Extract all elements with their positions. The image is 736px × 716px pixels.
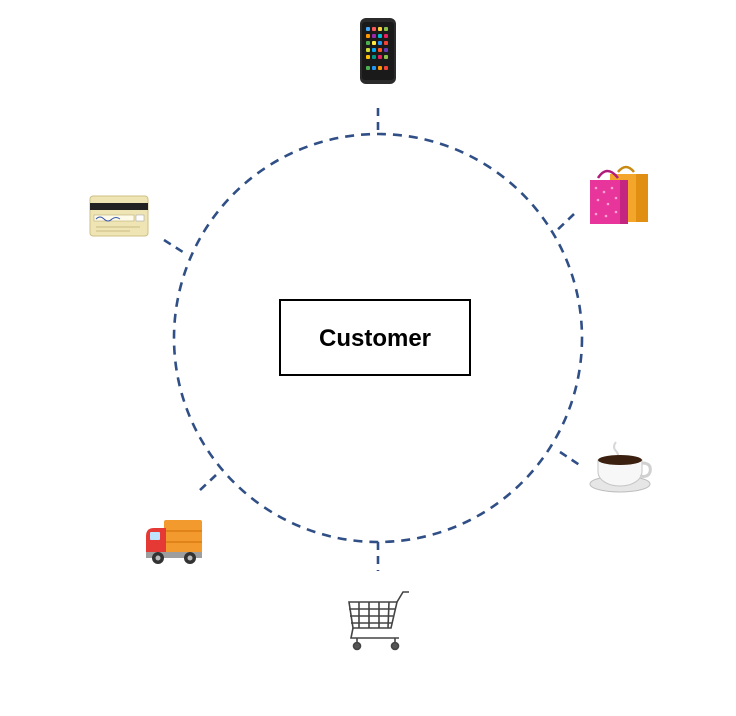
credit-card-icon xyxy=(89,195,149,237)
mobile-phone-icon xyxy=(360,18,396,84)
customer-box: Customer xyxy=(279,299,471,376)
shopping-bags-icon xyxy=(590,165,648,224)
delivery-truck-icon xyxy=(146,520,202,564)
connector-lines xyxy=(163,108,582,571)
shopping-cart-icon xyxy=(348,591,409,651)
connector-card xyxy=(163,238,187,256)
customer-label: Customer xyxy=(319,325,431,352)
connector-coffee xyxy=(559,450,582,468)
connector-truck xyxy=(197,474,217,493)
connector-bags xyxy=(552,213,575,235)
coffee-cup-icon xyxy=(589,441,652,493)
